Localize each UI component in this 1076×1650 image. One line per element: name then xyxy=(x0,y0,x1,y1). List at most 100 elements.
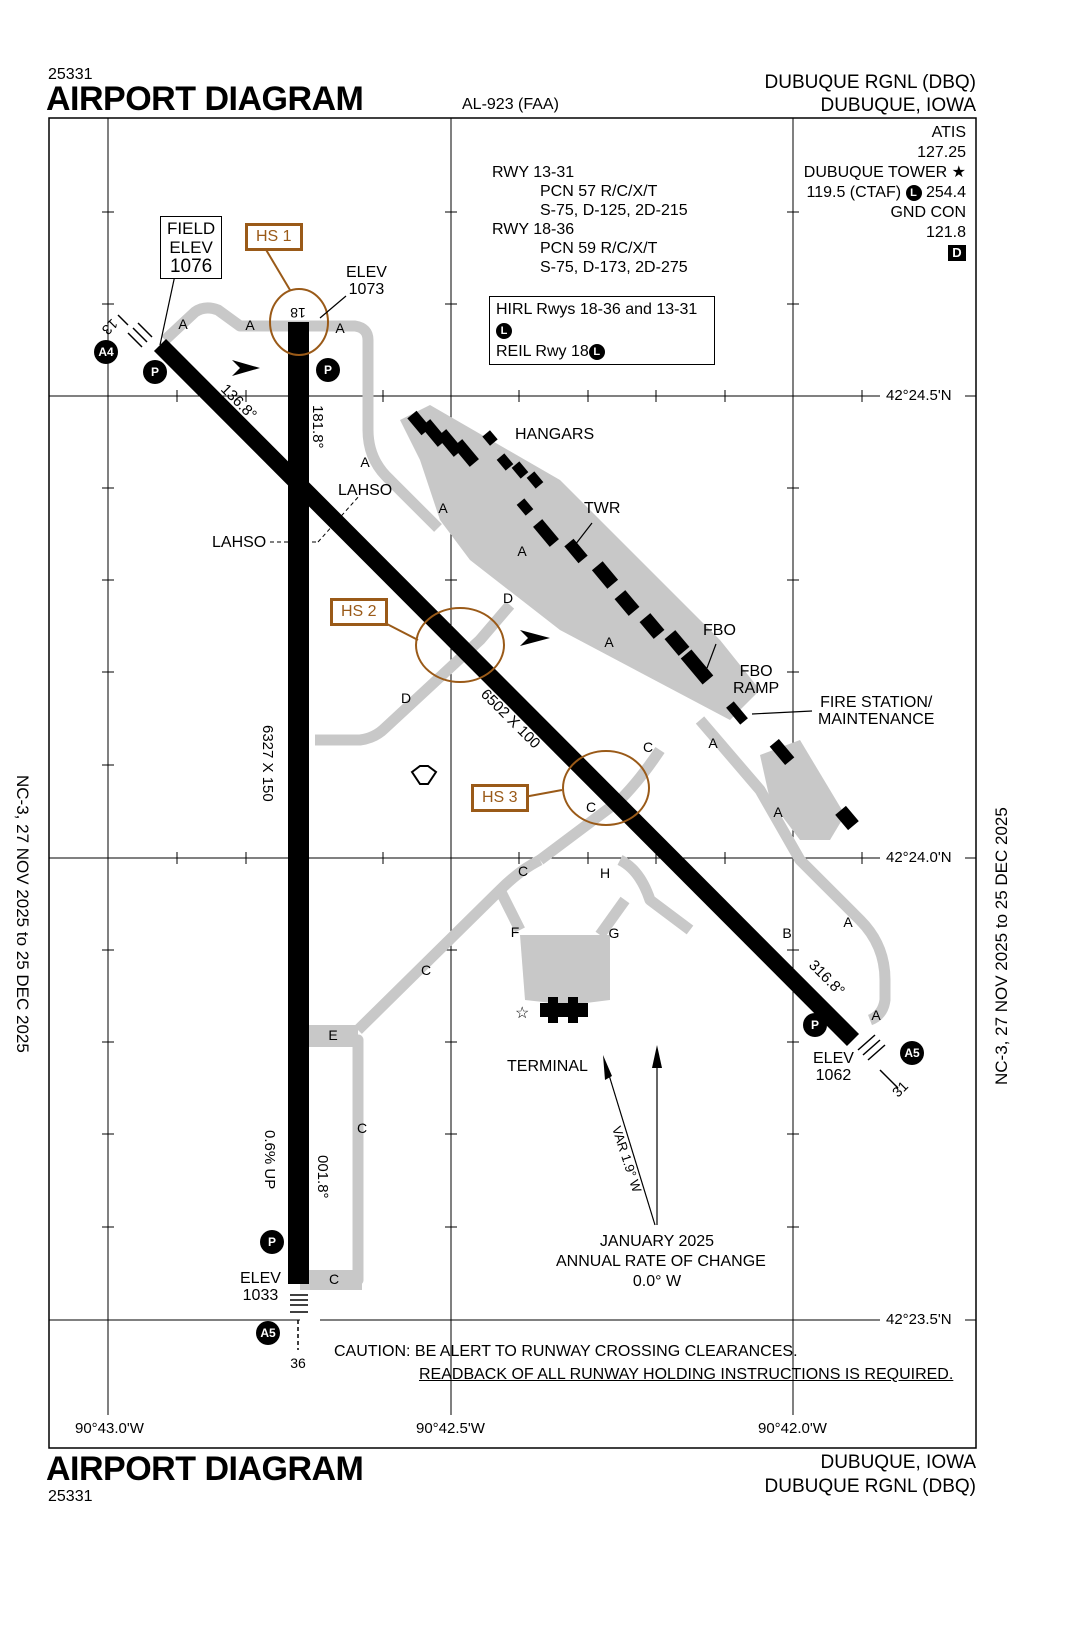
magnetic-north-arrow xyxy=(603,1055,612,1080)
svg-text:C: C xyxy=(518,863,528,879)
svg-text:C: C xyxy=(421,962,431,978)
lighting-icon: L xyxy=(905,184,922,201)
lahso-label-13: LAHSO xyxy=(338,482,393,499)
svg-text:A: A xyxy=(178,316,188,332)
svg-text:P: P xyxy=(151,365,159,379)
svg-text:A4: A4 xyxy=(98,345,114,359)
markers xyxy=(94,340,924,1345)
map-frame xyxy=(48,117,977,1449)
svg-text:A: A xyxy=(517,543,527,559)
footer-location: DUBUQUE, IOWA xyxy=(820,1452,976,1473)
taxiway-f xyxy=(495,887,525,933)
rotating-beacon xyxy=(410,765,438,785)
footer-airport-name: DUBUQUE RGNL (DBQ) xyxy=(764,1476,976,1497)
airport-name: DUBUQUE RGNL (DBQ) xyxy=(764,72,976,93)
runway-13-31 xyxy=(153,338,860,1047)
true-north-arrow xyxy=(652,1045,662,1068)
south-apron xyxy=(760,740,845,840)
svg-text:H: H xyxy=(600,865,610,881)
lon-label-42-5: 90°42.5'W xyxy=(416,1420,485,1437)
svg-text:A: A xyxy=(773,804,783,820)
svg-text:P: P xyxy=(268,1235,276,1249)
lahso-label-18: LAHSO xyxy=(212,534,267,551)
svg-text:A: A xyxy=(708,735,718,751)
wind-cone-north xyxy=(232,360,260,376)
svg-text:A: A xyxy=(604,634,614,650)
lon-label-43-0: 90°43.0'W xyxy=(75,1420,144,1437)
digital-atis-icon: D xyxy=(948,245,966,261)
runway-grade-label: 0.6% UP xyxy=(261,1130,278,1189)
svg-text:A: A xyxy=(438,500,448,516)
hangars-label: HANGARS xyxy=(515,426,595,443)
taxiway-h xyxy=(617,855,694,935)
taxiway-a-north-west xyxy=(161,302,300,345)
rwy-36-label: 36 xyxy=(290,1355,306,1371)
caution-line-1: CAUTION: BE ALERT TO RUNWAY CROSSING CLE… xyxy=(334,1343,798,1360)
svg-text:D: D xyxy=(401,690,411,706)
buildings xyxy=(407,410,859,1023)
svg-text:C: C xyxy=(586,799,596,815)
taxiway-c-end xyxy=(300,1270,362,1290)
tower-label: TWR xyxy=(584,500,621,517)
heading-181-label: 181.8° xyxy=(309,405,326,449)
svg-text:C: C xyxy=(357,1120,367,1136)
svg-text:P: P xyxy=(811,1018,819,1032)
footer-title: AIRPORT DIAGRAM xyxy=(46,1450,364,1488)
terminal-star-icon: ☆ xyxy=(515,1005,530,1022)
rwy-18-label: 18 xyxy=(290,305,306,321)
hotspot-3-label[interactable]: HS 3 xyxy=(471,784,529,812)
marker-letters: A4 P P P A5 P A5 xyxy=(98,345,920,1340)
rwy-13-label: 13 xyxy=(99,316,121,338)
rwy-31-label: 31 xyxy=(889,1078,911,1100)
lat-lon-grid xyxy=(49,118,976,1415)
lahso-line-13 xyxy=(317,494,361,543)
hotspot-2-label[interactable]: HS 2 xyxy=(330,598,388,626)
magnetic-variation: VAR 1.9° W xyxy=(609,1124,645,1195)
magnetic-info: JANUARY 2025 ANNUAL RATE OF CHANGE 0.0° … xyxy=(556,1233,766,1290)
svg-text:B: B xyxy=(782,925,791,941)
procedure-id: AL-923 (FAA) xyxy=(462,96,559,113)
pilot-controlled-lighting-icon: L xyxy=(496,322,512,339)
taxiway-e-connector xyxy=(300,1025,358,1047)
svg-text:E: E xyxy=(328,1027,337,1043)
svg-text:A5: A5 xyxy=(904,1046,920,1060)
svg-text:D: D xyxy=(503,590,513,606)
lat-label-24-5: 42°24.5'N xyxy=(886,387,952,404)
svg-text:A: A xyxy=(245,317,255,333)
lat-label-24-0: 42°24.0'N xyxy=(886,849,952,866)
heading-001-label: 001.8° xyxy=(314,1155,331,1199)
leader-lines xyxy=(159,274,813,1226)
taxiway-a-south xyxy=(695,716,891,1026)
terminal-apron xyxy=(520,935,610,1005)
tower-star-icon: ★ xyxy=(951,164,966,181)
terminal-label: TERMINAL xyxy=(507,1058,588,1075)
svg-text:F: F xyxy=(511,924,520,940)
svg-text:C: C xyxy=(329,1271,339,1287)
svg-text:A: A xyxy=(843,914,853,930)
comms-block: ATIS 127.25 DUBUQUE TOWER ★ 119.5 (CTAF)… xyxy=(803,124,966,261)
svg-text:A5: A5 xyxy=(260,1326,276,1340)
lon-label-42-0: 90°42.0'W xyxy=(758,1420,827,1437)
taxiway-letters: A A A A A A A A A A B C C C C C D D E F … xyxy=(178,316,881,1287)
taxiway-g xyxy=(595,896,630,939)
svg-text:A: A xyxy=(360,454,370,470)
fbo-label: FBO xyxy=(703,622,736,639)
page-title: AIRPORT DIAGRAM xyxy=(46,80,364,118)
airport-location: DUBUQUE, IOWA xyxy=(820,95,976,116)
taxiway-a-north-east xyxy=(300,320,442,532)
taxiway-d xyxy=(315,601,515,746)
svg-text:A: A xyxy=(335,320,345,336)
lat-label-23-5: 42°23.5'N xyxy=(886,1311,952,1328)
svg-text:P: P xyxy=(324,363,332,377)
wind-cone-east xyxy=(520,630,550,646)
pilot-controlled-lighting-icon-2: L xyxy=(588,343,605,360)
taxiway-c-west xyxy=(354,855,543,1034)
runway-info-block: RWY 13-31 PCN 57 R/C/X/T S-75, D-125, 2D… xyxy=(492,164,688,276)
hotspot-1-label[interactable]: HS 1 xyxy=(245,223,303,251)
